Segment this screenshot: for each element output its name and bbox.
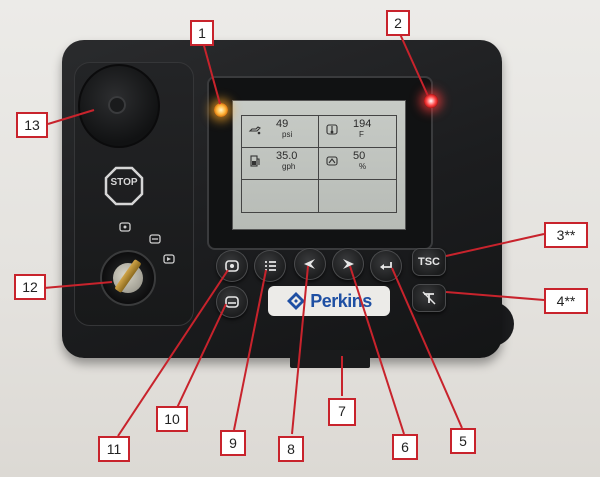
tsc-cancel-icon (422, 291, 436, 305)
lcd-cell-empty-2 (319, 180, 396, 212)
oil-pressure-value: 49 (276, 118, 289, 130)
callout-5: 5 (450, 428, 476, 454)
engine-load-value: 50 (353, 150, 366, 162)
brand-logo-plate: Perkins (268, 286, 390, 316)
scroll-right-button[interactable] (332, 248, 364, 280)
oil-pressure-icon (248, 122, 262, 136)
callout-8: 8 (278, 436, 304, 462)
callout-10: 10 (156, 406, 188, 432)
lcd-gauge-grid: 49 psi 194 F 35.0 gph 5 (241, 115, 397, 213)
perkins-diamond-icon (287, 292, 306, 310)
lcd-cell-coolant-temp: 194 F (319, 116, 396, 148)
coolant-temp-value: 194 (353, 118, 372, 130)
callout-13: 13 (16, 112, 48, 138)
callout-12: 12 (14, 274, 46, 300)
ignition-key-switch[interactable] (100, 250, 156, 306)
engine-load-icon (325, 154, 339, 168)
lcd-display: 49 psi 194 F 35.0 gph 5 (232, 100, 406, 230)
coolant-temperature-icon (325, 122, 339, 136)
brand-name: Perkins (310, 290, 372, 311)
enter-icon (380, 262, 392, 270)
engine-stop-icon (225, 296, 239, 308)
menu-button[interactable] (254, 250, 286, 282)
stop-label: STOP (110, 177, 138, 188)
lcd-cell-oil-pressure: 49 psi (242, 116, 319, 148)
emergency-stop-knob[interactable] (78, 64, 160, 148)
lcd-cell-fuel-rate: 35.0 gph (242, 148, 319, 180)
fuel-rate-icon (248, 154, 262, 168)
fuel-rate-unit: gph (282, 162, 296, 171)
lcd-cell-empty-1 (242, 180, 319, 212)
engine-off-symbol-icon (118, 220, 132, 234)
engine-start-icon (225, 260, 239, 272)
shutdown-led-red (424, 94, 438, 108)
callout-9: 9 (220, 430, 246, 456)
engine-load-unit: % (359, 162, 367, 171)
engine-stop-button[interactable] (216, 286, 248, 318)
callout-3: 3** (544, 222, 588, 248)
callout-11: 11 (98, 436, 130, 462)
scroll-left-button[interactable] (294, 248, 326, 280)
tsc-cancel-button[interactable] (412, 284, 446, 312)
lcd-cell-engine-load: 50 % (319, 148, 396, 180)
rear-connector (290, 350, 370, 368)
engine-start-button[interactable] (216, 250, 248, 282)
fuel-rate-value: 35.0 (276, 150, 298, 162)
callout-6: 6 (392, 434, 418, 460)
callout-1: 1 (190, 20, 214, 46)
engine-start-symbol-icon (162, 252, 176, 266)
arrow-left-icon (304, 259, 315, 269)
oil-pressure-unit: psi (282, 130, 293, 139)
enter-button[interactable] (370, 250, 402, 282)
tsc-button[interactable]: TSC (412, 248, 446, 276)
warning-led-amber (214, 103, 228, 117)
engine-run-symbol-icon (148, 232, 162, 246)
callout-4: 4** (544, 288, 588, 314)
arrow-right-icon (343, 259, 354, 269)
coolant-temp-unit: F (359, 130, 364, 139)
menu-list-icon (265, 261, 276, 271)
stop-octagon-icon (104, 166, 144, 206)
callout-7: 7 (328, 398, 356, 426)
callout-2: 2 (386, 10, 410, 36)
